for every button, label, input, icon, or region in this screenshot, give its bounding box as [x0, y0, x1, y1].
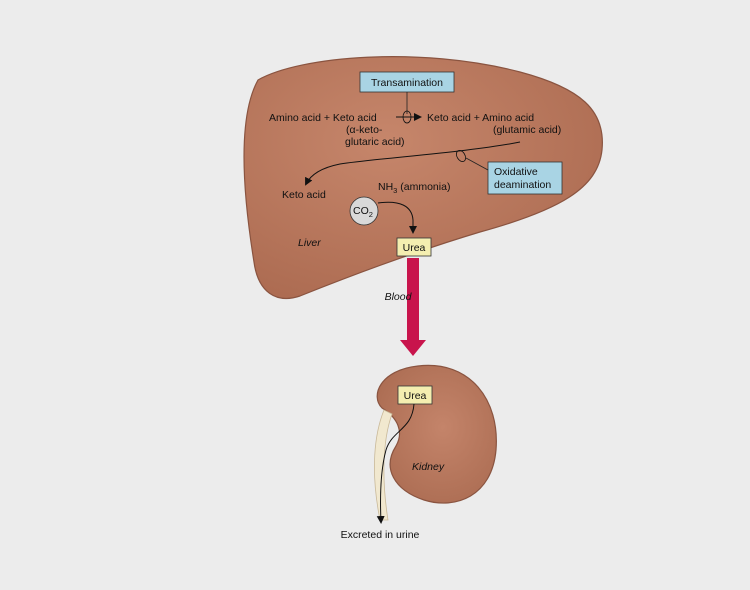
- ammonia-label: NH3 (ammonia): [378, 181, 450, 195]
- ammonia-to-urea-arrow: [377, 201, 417, 234]
- reaction-right: Keto acid + Amino acid: [427, 112, 534, 124]
- blood-arrow-head: [400, 340, 426, 356]
- urea-box-kidney: [397, 385, 433, 405]
- excreted-label: Excreted in urine: [341, 529, 420, 541]
- kidney-shape: [376, 364, 497, 504]
- reaction-arrow-loop: [402, 110, 412, 124]
- urea-label-liver: Urea: [403, 242, 426, 254]
- deamination-arrow: [305, 141, 521, 186]
- oxidative-connector: [465, 157, 489, 171]
- transamination-label: Transamination: [371, 77, 443, 89]
- oxidative-deamination-box: [487, 161, 563, 195]
- liver-label: Liver: [298, 237, 321, 249]
- blood-label: Blood: [385, 291, 413, 303]
- reaction-sub1: (α-keto-: [346, 124, 383, 136]
- co2-circle: [349, 196, 379, 226]
- reaction-right-sub: (glutamic acid): [493, 124, 561, 136]
- reaction-left: Amino acid + Keto acid: [269, 112, 377, 124]
- blood-arrow-shaft: [407, 258, 419, 342]
- deamination-arrow-loop: [456, 150, 466, 162]
- urea-excretion-path: [376, 403, 415, 524]
- kidney-label: Kidney: [412, 461, 445, 473]
- urea-label-kidney: Urea: [404, 390, 427, 402]
- reaction-sub2: glutaric acid): [345, 136, 405, 148]
- liver-shape: [243, 56, 603, 299]
- co2-label: CO2: [353, 205, 373, 219]
- urea-box-liver: [396, 237, 432, 257]
- keto-acid-label: Keto acid: [282, 189, 326, 201]
- oxidative-label-line1: Oxidative: [494, 166, 538, 178]
- oxidative-label-line2: deamination: [494, 179, 551, 191]
